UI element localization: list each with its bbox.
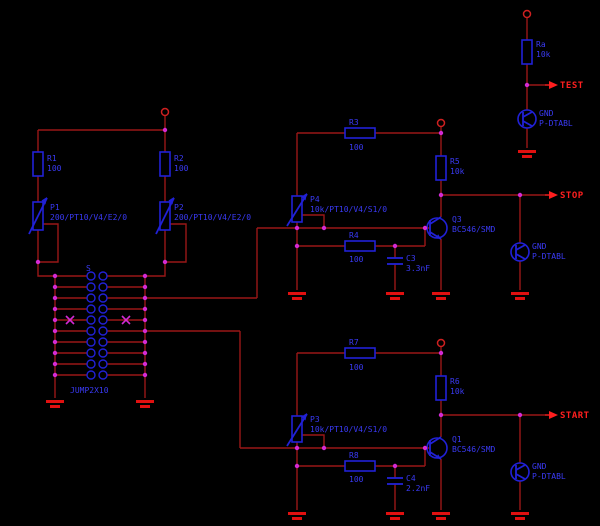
supply-port-start[interactable] — [436, 338, 446, 348]
trimmer-p4[interactable]: P4 10k/PT10/V4/S1/0 — [286, 193, 387, 227]
ground-symbol — [511, 292, 529, 300]
resistor-r1[interactable]: R1 100 — [32, 151, 62, 177]
r6-value: 10k — [450, 387, 465, 396]
ground-symbol — [288, 512, 306, 520]
p2-value: 200/PT10/V4/E2/0 — [174, 213, 251, 222]
resistor-r2[interactable]: R2 100 — [159, 151, 189, 177]
c3-value: 3.3nF — [406, 264, 430, 273]
ground-symbol — [518, 150, 536, 158]
supply-ports[interactable] — [160, 9, 532, 348]
signal-flag-stop[interactable]: STOP — [545, 191, 584, 201]
connector-pins[interactable] — [86, 271, 108, 380]
r2-value: 100 — [174, 164, 189, 173]
ground-symbols[interactable] — [46, 150, 536, 520]
r1-ref: R1 — [47, 154, 57, 163]
r4-ref: R4 — [349, 231, 359, 240]
gnd-pad-name: GND — [532, 242, 547, 251]
resistor-ra[interactable]: Ra 10k — [521, 39, 551, 65]
q1-value: BC546/SMD — [452, 445, 496, 454]
jumper-x-marks — [65, 315, 131, 325]
c4-ref: C4 — [406, 474, 416, 483]
test-label: TEST — [560, 81, 584, 91]
junction-dots — [35, 82, 530, 469]
connector-ref: S — [86, 264, 91, 273]
capacitor-c4[interactable]: C4 2.2nF — [387, 474, 430, 493]
gnd-pad-name: GND — [539, 109, 554, 118]
p1-ref: P1 — [50, 203, 60, 212]
r3-ref: R3 — [349, 118, 359, 127]
resistor-r3[interactable]: R3 100 — [344, 118, 376, 152]
ground-symbol — [386, 512, 404, 520]
transistor-q3[interactable]: Q3 BC546/SMD — [426, 215, 496, 240]
ra-ref: Ra — [536, 40, 546, 49]
connector-value: JUMP2X10 — [70, 386, 109, 395]
gnd-pad-stop[interactable]: GND P-DTABL — [510, 242, 566, 262]
resistor-r6[interactable]: R6 10k — [435, 375, 465, 401]
connector-s[interactable]: S JUMP2X10 — [65, 264, 131, 395]
gnd-pad-name: GND — [532, 462, 547, 471]
c4-value: 2.2nF — [406, 484, 430, 493]
ground-symbol — [46, 400, 64, 408]
resistor-r8[interactable]: R8 100 — [344, 451, 376, 484]
signal-flag-start[interactable]: START — [545, 411, 590, 421]
arrow-right-icon — [549, 191, 558, 199]
supply-port-stop[interactable] — [436, 118, 446, 128]
trimmer-p1[interactable]: P1 200/PT10/V4/E2/0 — [28, 197, 127, 235]
q1-ref: Q1 — [452, 435, 462, 444]
r8-ref: R8 — [349, 451, 359, 460]
supply-port-left[interactable] — [160, 107, 170, 117]
ground-symbol — [386, 292, 404, 300]
gnd-pad-start[interactable]: GND P-DTABL — [510, 462, 566, 482]
p2-ref: P2 — [174, 203, 184, 212]
arrow-right-icon — [549, 411, 558, 419]
r7-ref: R7 — [349, 338, 359, 347]
resistor-r4[interactable]: R4 100 — [344, 231, 376, 264]
ra-value: 10k — [536, 50, 551, 59]
trimmer-p3[interactable]: P3 10k/PT10/V4/S1/0 — [286, 413, 387, 447]
trimmer-p2[interactable]: P2 200/PT10/V4/E2/0 — [155, 197, 251, 235]
ground-symbol — [511, 512, 529, 520]
q3-value: BC546/SMD — [452, 225, 496, 234]
arrow-right-icon — [549, 81, 558, 89]
ground-symbol — [288, 292, 306, 300]
ground-symbol — [432, 512, 450, 520]
r3-value: 100 — [349, 143, 364, 152]
gnd-pad-value: P-DTABL — [532, 472, 566, 481]
start-label: START — [560, 411, 590, 421]
q3-ref: Q3 — [452, 215, 462, 224]
p1-value: 200/PT10/V4/E2/0 — [50, 213, 127, 222]
r4-value: 100 — [349, 255, 364, 264]
gnd-pad-value: P-DTABL — [539, 119, 573, 128]
resistor-r5[interactable]: R5 10k — [435, 155, 465, 181]
wires[interactable] — [37, 18, 545, 510]
p3-value: 10k/PT10/V4/S1/0 — [310, 425, 387, 434]
r1-value: 100 — [47, 164, 62, 173]
signal-flag-test[interactable]: TEST — [545, 81, 584, 91]
r7-value: 100 — [349, 363, 364, 372]
r5-value: 10k — [450, 167, 465, 176]
capacitor-c3[interactable]: C3 3.3nF — [387, 254, 430, 273]
r8-value: 100 — [349, 475, 364, 484]
p4-ref: P4 — [310, 195, 320, 204]
ground-symbol — [136, 400, 154, 408]
stop-label: STOP — [560, 191, 584, 201]
r2-ref: R2 — [174, 154, 184, 163]
transistor-q1[interactable]: Q1 BC546/SMD — [426, 435, 496, 460]
supply-port-test[interactable] — [522, 9, 532, 19]
gnd-pad-value: P-DTABL — [532, 252, 566, 261]
r5-ref: R5 — [450, 157, 460, 166]
r6-ref: R6 — [450, 377, 460, 386]
ground-symbol — [432, 292, 450, 300]
p3-ref: P3 — [310, 415, 320, 424]
p4-value: 10k/PT10/V4/S1/0 — [310, 205, 387, 214]
gnd-pad-test[interactable]: GND P-DTABL — [517, 109, 573, 129]
c3-ref: C3 — [406, 254, 416, 263]
resistor-r7[interactable]: R7 100 — [344, 338, 376, 372]
